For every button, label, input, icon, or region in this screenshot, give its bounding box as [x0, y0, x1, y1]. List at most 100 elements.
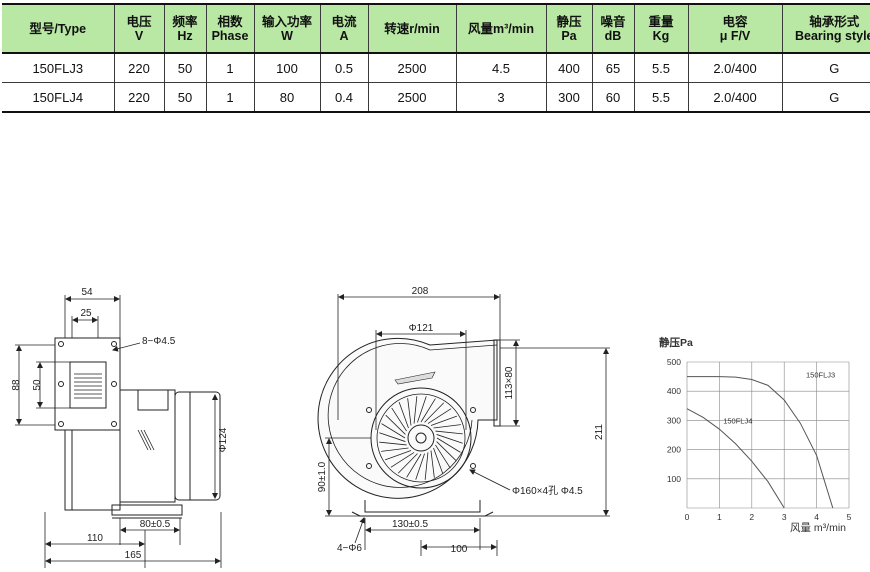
chart-x-tick-label: 3: [782, 512, 787, 522]
dim-dia121: Φ121: [409, 323, 434, 334]
impeller-blade: [435, 430, 463, 435]
cell-type: 150FLJ4: [2, 82, 115, 113]
cell-speed: 2500: [367, 82, 457, 113]
cell-bearing: G: [781, 52, 870, 83]
impeller-blade: [435, 444, 451, 469]
chart-ylabel: 静压Pa: [659, 336, 693, 349]
flange-hole-icon: [58, 421, 64, 427]
side-outlet: [69, 361, 107, 409]
impeller-blades: [379, 396, 463, 480]
impeller-blade: [436, 441, 457, 462]
impeller-blade: [381, 447, 409, 452]
dim-feet-holes: 4−Φ6: [337, 543, 362, 554]
front-view-drawing: [317, 337, 501, 517]
chart-y-tick-label: 200: [667, 445, 681, 455]
dim-165: 165: [125, 550, 142, 561]
flange-hole-icon: [58, 381, 64, 387]
side-housing: [64, 429, 121, 511]
cell-current: 0.5: [319, 52, 369, 83]
side-motor: [119, 389, 176, 503]
cell-noise: 60: [591, 82, 635, 113]
cell-noise: 65: [591, 52, 635, 83]
front-outlet-flange: [493, 339, 501, 427]
cell-capacitor: 2.0/400: [687, 82, 783, 113]
cell-capacitor: 2.0/400: [687, 52, 783, 83]
chart-y-tick-label: 100: [667, 474, 681, 484]
front-view-dimensions: [325, 294, 610, 556]
chart-x-tick-label: 4: [814, 512, 819, 522]
impeller-blade: [390, 452, 415, 468]
cell-pressure: 300: [545, 82, 593, 113]
impeller-blade: [424, 402, 445, 423]
cell-speed: 2500: [367, 52, 457, 83]
dim-130: 130±0.5: [392, 519, 429, 530]
cell-weight: 5.5: [633, 82, 689, 113]
chart-x-tick-label: 5: [847, 512, 852, 522]
chart-series-line-150FLJ4: [686, 408, 785, 509]
cell-input-power: 100: [253, 52, 321, 83]
front-hole-icon: [366, 463, 372, 469]
cell-input-power: 80: [253, 82, 321, 113]
cell-phase: 1: [205, 82, 255, 113]
header-speed: 转速r/min: [367, 3, 457, 54]
front-view-labels: 208 Φ121 113×80 211 90±1.0 Φ160×4孔 Φ4.5 …: [317, 286, 605, 555]
cell-voltage: 220: [113, 52, 165, 83]
chart-x-tick-label: 0: [685, 512, 690, 522]
impeller-blade: [413, 396, 418, 424]
front-hole-icon: [366, 407, 372, 413]
dim-90: 90±1.0: [317, 461, 328, 492]
chart-series-label: 150FLJ4: [723, 416, 752, 425]
front-hub: [407, 424, 435, 452]
front-hole-icon: [470, 463, 476, 469]
dim-54: 54: [81, 287, 93, 298]
impeller-blade: [379, 432, 406, 442]
impeller-blade: [433, 447, 444, 474]
cell-frequency: 50: [163, 52, 207, 83]
impeller-blade: [406, 453, 422, 478]
dim-110: 110: [87, 533, 103, 544]
dim-50: 50: [32, 379, 43, 391]
side-view-drawing: [54, 337, 221, 519]
impeller-blade: [381, 423, 406, 439]
flange-hole-icon: [111, 341, 117, 347]
chart-y-tick-label: 400: [667, 386, 681, 396]
cell-bearing: G: [781, 82, 870, 113]
side-motor-end: [174, 391, 221, 501]
dim-80: 80±0.5: [140, 519, 171, 530]
chart-xlabel: 风量 m³/min: [790, 522, 846, 534]
impeller-blade: [436, 437, 461, 453]
chart-x-tick-label: 1: [717, 512, 722, 522]
cell-frequency: 50: [163, 82, 207, 113]
impeller-blade: [385, 450, 412, 461]
impeller-blade: [417, 396, 427, 423]
dim-dia124: Φ124: [218, 427, 229, 452]
impeller-blade: [407, 398, 412, 426]
cell-voltage: 220: [113, 82, 165, 113]
side-flange-plate: [54, 337, 121, 431]
dim-outlet: 113×80: [504, 366, 515, 399]
chart-grid: [686, 361, 850, 509]
impeller-blade: [430, 450, 435, 478]
dim-holes: 8−Φ4.5: [142, 336, 176, 347]
cell-type: 150FLJ3: [2, 52, 115, 83]
chart-series: 150FLJ3 150FLJ4: [686, 370, 835, 509]
dim-211: 211: [594, 424, 605, 440]
chart-series-label: 150FLJ3: [806, 370, 835, 379]
chart-x-tick-label: 2: [749, 512, 754, 522]
impeller-blade: [433, 424, 461, 429]
impeller-blade: [415, 453, 425, 480]
side-base: [111, 504, 183, 516]
